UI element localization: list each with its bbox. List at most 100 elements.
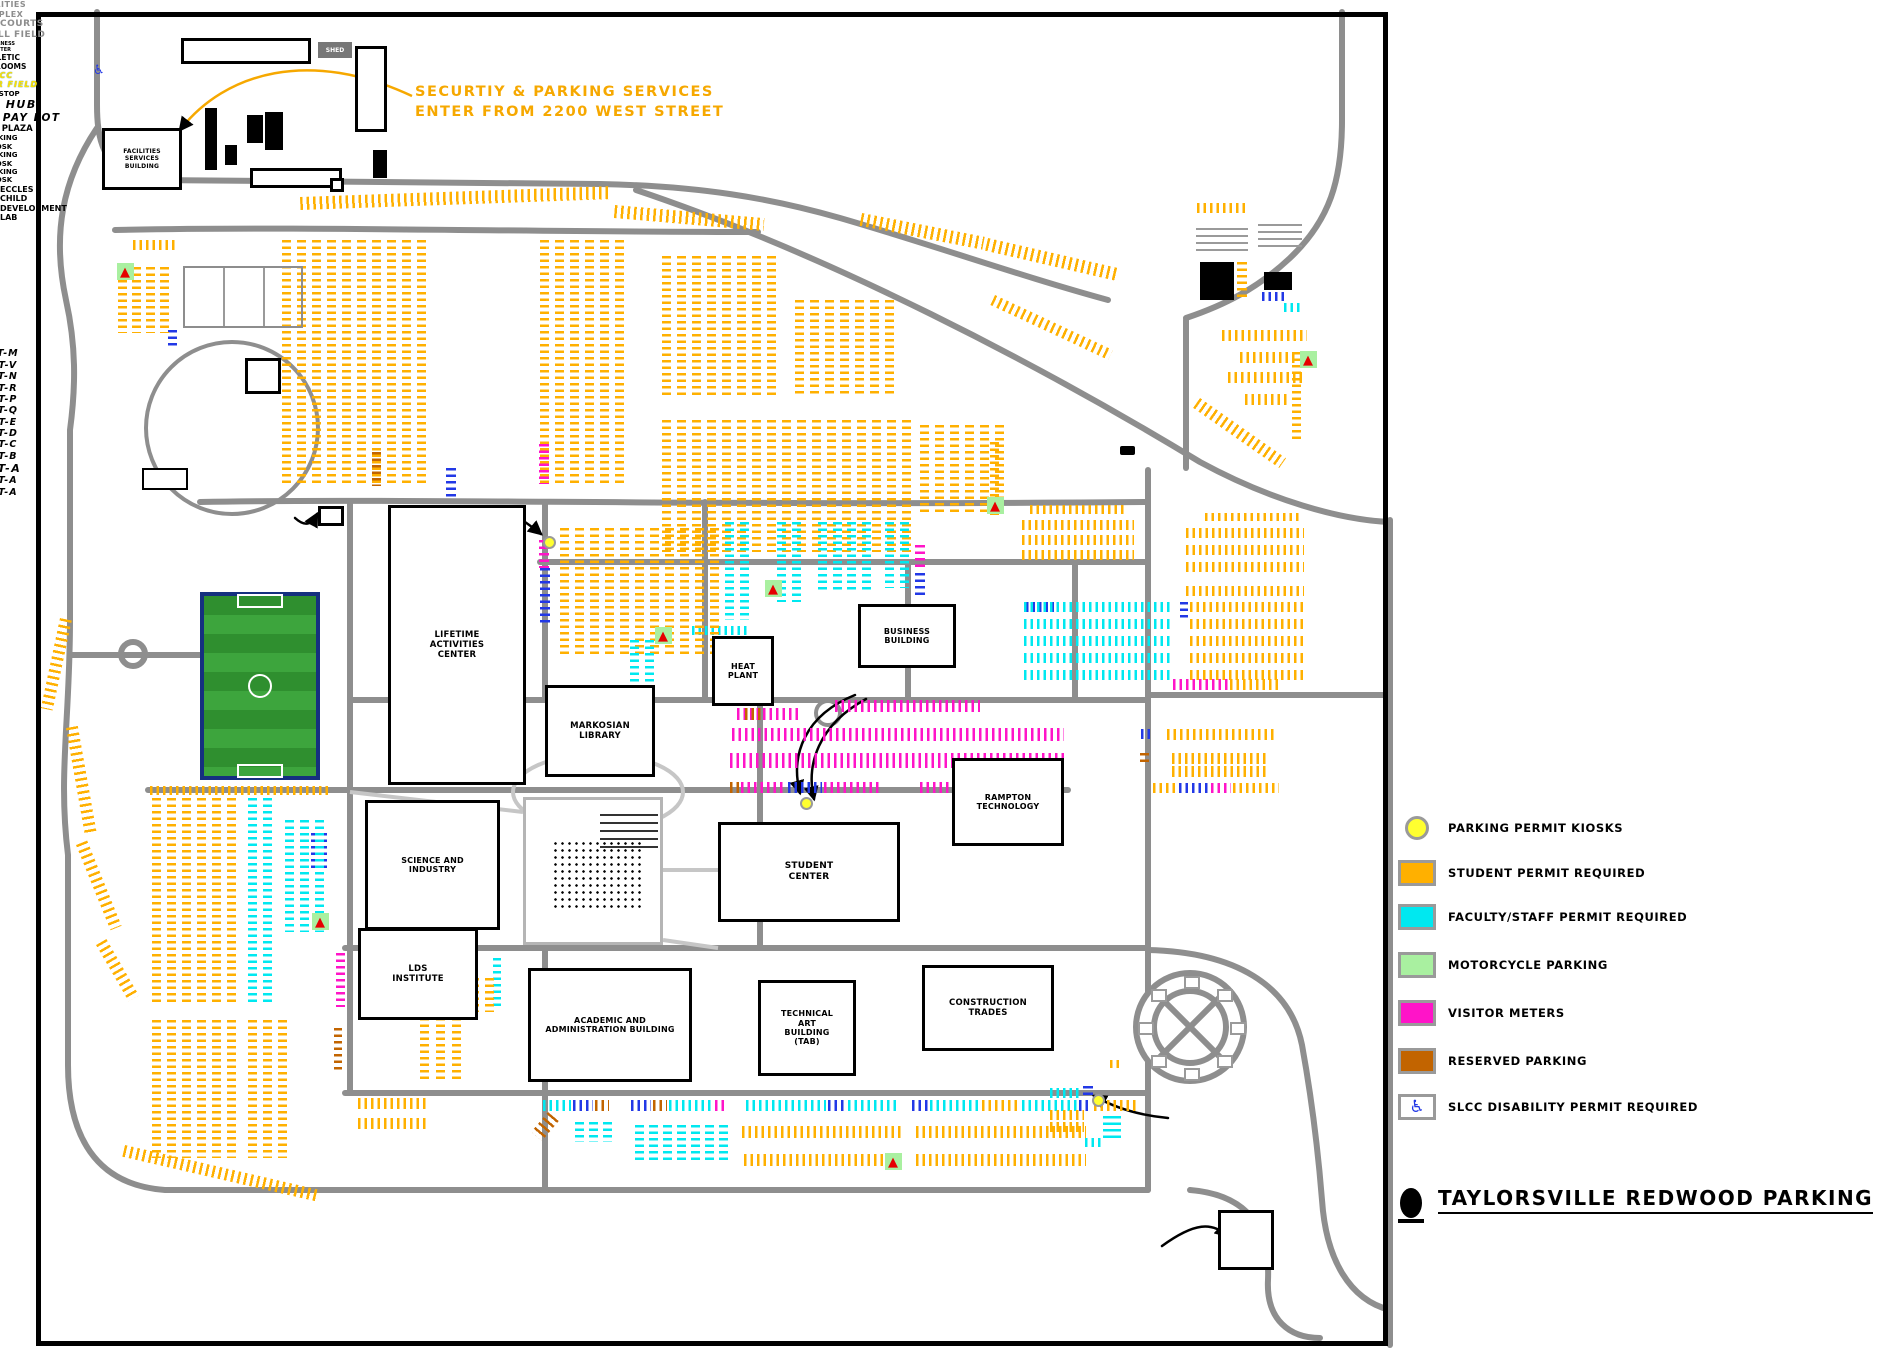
parking-strip — [575, 1122, 584, 1142]
parking-strip — [663, 1125, 672, 1163]
parking-strip — [715, 1100, 727, 1111]
building-label: RAMPTON TECHNOLOGY — [976, 792, 1040, 811]
parking-strip — [827, 420, 836, 552]
parking-strip — [1112, 1116, 1121, 1140]
parking-strip — [752, 420, 761, 552]
parking-strip — [824, 782, 882, 793]
parking-strip — [842, 420, 851, 552]
outline-structure — [181, 38, 311, 64]
parking-strip — [730, 782, 739, 793]
parking-strip — [539, 540, 549, 568]
parking-strip — [248, 1020, 257, 1158]
parking-strip — [631, 1100, 651, 1111]
hub-stall — [1216, 989, 1233, 1003]
parking-strip — [870, 300, 879, 396]
goal-box — [237, 764, 283, 778]
parking-strip — [1022, 520, 1134, 530]
parking-strip — [691, 1125, 700, 1163]
parking-strip — [725, 522, 734, 620]
parking-strip — [692, 420, 701, 552]
parking-strip — [635, 1125, 644, 1163]
parking-strip — [767, 420, 776, 552]
parking-strip — [555, 240, 564, 486]
parking-strip — [795, 300, 804, 396]
legend-row-student: STUDENT PERMIT REQUIRED — [1398, 860, 1645, 886]
security-parking-annotation: SECURTIY & PARKING SERVICES ENTER FROM 2… — [415, 84, 725, 120]
student-swatch — [1398, 860, 1436, 886]
red-marker-icon: ▲ — [1303, 353, 1313, 368]
building-business: BUSINESS BUILDING — [858, 604, 956, 668]
red-marker-icon: ▲ — [120, 265, 130, 280]
motorcycle-pad — [312, 913, 329, 930]
parking-strip — [1179, 783, 1209, 793]
motorcycle-swatch — [1398, 952, 1436, 978]
parking-strip — [915, 573, 925, 595]
parking-strip — [570, 240, 579, 486]
parking-strip — [1050, 1088, 1082, 1098]
parking-strip — [1190, 602, 1306, 612]
eccles-building — [1218, 1210, 1274, 1270]
label-lot-v: LOT-V — [0, 359, 18, 371]
parking-strip — [746, 1100, 826, 1111]
parking-strip — [630, 640, 639, 698]
parking-strip — [677, 420, 686, 552]
parking-strip — [278, 1020, 287, 1158]
parking-strip — [133, 240, 177, 250]
parking-strip — [1237, 262, 1247, 300]
parking-strip — [493, 958, 501, 1010]
parking-strip — [1024, 636, 1170, 646]
parking-strip — [855, 300, 864, 396]
legend-row-faculty: FACULTY/STAFF PERMIT REQUIRED — [1398, 904, 1687, 930]
label-lot-a3: LOT-A — [0, 486, 18, 498]
building-label: BUSINESS BUILDING — [883, 626, 931, 645]
parking-strip — [737, 420, 746, 552]
parking-strip — [653, 1100, 667, 1111]
label-kiosk2: PARKING KIOSK — [0, 151, 18, 168]
wheelchair-icon: ♿ — [1398, 1094, 1436, 1120]
parking-strip — [282, 240, 291, 486]
parking-strip — [446, 468, 456, 498]
parking-strip — [1205, 513, 1300, 521]
kiosk-dot-icon — [543, 536, 556, 549]
parking-strip — [995, 425, 1004, 515]
building-label: TECHNICAL ART BUILDING (TAB) — [780, 1009, 834, 1047]
parking-strip — [182, 1020, 191, 1158]
parking-strip — [146, 267, 155, 333]
parking-strip — [420, 1005, 429, 1079]
parking-strip — [168, 330, 177, 347]
shed-structure: SHED — [318, 42, 352, 58]
parking-strip — [797, 420, 806, 552]
motorcycle-pad — [1300, 351, 1317, 368]
hub-stall — [1151, 989, 1168, 1003]
parking-strip — [677, 1125, 686, 1163]
parking-strip — [692, 256, 701, 396]
building-label: CONSTRUCTION TRADES — [949, 997, 1027, 1018]
parking-strip — [1022, 535, 1134, 545]
parking-strip — [782, 420, 791, 552]
parking-strip — [1030, 505, 1125, 514]
label-tennis: TENNIS COURTS — [0, 19, 44, 30]
parking-strip — [692, 626, 747, 635]
parking-strip — [285, 820, 294, 932]
parking-strip — [227, 1020, 236, 1158]
label-kiosk3: PARKING KIOSK — [0, 167, 18, 185]
hub-stall — [1230, 1022, 1246, 1035]
legend-row-visitor: VISITOR METERS — [1398, 1000, 1565, 1026]
small-structure — [205, 108, 217, 170]
title-block: TAYLORSVILLE REDWOOD PARKING — [1398, 1186, 1874, 1223]
small-structure — [247, 115, 263, 143]
parking-strip — [719, 1125, 728, 1163]
parking-strip — [833, 522, 842, 590]
map-border — [36, 12, 1388, 1346]
parking-strip — [1050, 1122, 1084, 1132]
parking-strip — [76, 840, 122, 931]
motorcycle-pad — [885, 1153, 902, 1170]
parking-strip — [603, 1122, 612, 1142]
red-marker-icon: ▲ — [888, 1155, 898, 1170]
parking-strip — [677, 256, 686, 396]
parking-strip — [132, 267, 141, 333]
parking-strip — [1024, 602, 1170, 612]
parking-strip — [1085, 1138, 1103, 1147]
parking-strip — [1233, 783, 1279, 793]
parking-strip — [645, 640, 654, 698]
